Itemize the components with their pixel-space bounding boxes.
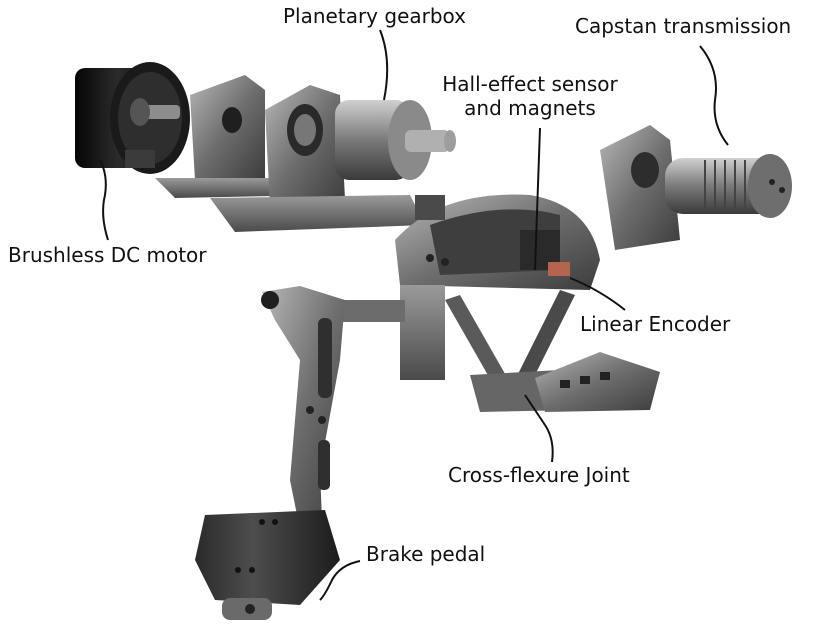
planetary-gearbox-label: Planetary gearbox	[283, 4, 466, 28]
leader-lines	[99, 29, 729, 601]
brushless-motor-part	[75, 62, 190, 174]
leader-brake	[319, 560, 361, 601]
central-housing	[395, 194, 600, 290]
leader-encoder	[569, 277, 626, 311]
brake-pedal-label: Brake pedal	[366, 542, 486, 566]
gearbox-mount-bracket	[210, 85, 425, 232]
base-block	[535, 352, 660, 412]
capstan-transmission-part	[600, 125, 792, 250]
hall-effect-sensor-label: Hall-effect sensor and magnets	[430, 72, 630, 120]
cross-flexure-label: Cross-flexure Joint	[448, 463, 630, 487]
leader-hall	[534, 127, 541, 271]
brake-pedal-part	[195, 286, 345, 620]
capstan-transmission-label: Capstan transmission	[575, 14, 792, 38]
brushless-motor-label: Brushless DC motor	[8, 243, 207, 267]
leader-motor	[99, 159, 109, 241]
hall-label-line-2: and magnets	[464, 96, 596, 120]
leader-flexure	[524, 394, 554, 463]
leader-planetary	[379, 29, 389, 101]
linear-encoder-label: Linear Encoder	[580, 312, 731, 336]
planetary-gearbox-part	[335, 100, 456, 180]
leader-capstan	[699, 45, 729, 146]
hall-label-line-1: Hall-effect sensor	[442, 72, 618, 96]
